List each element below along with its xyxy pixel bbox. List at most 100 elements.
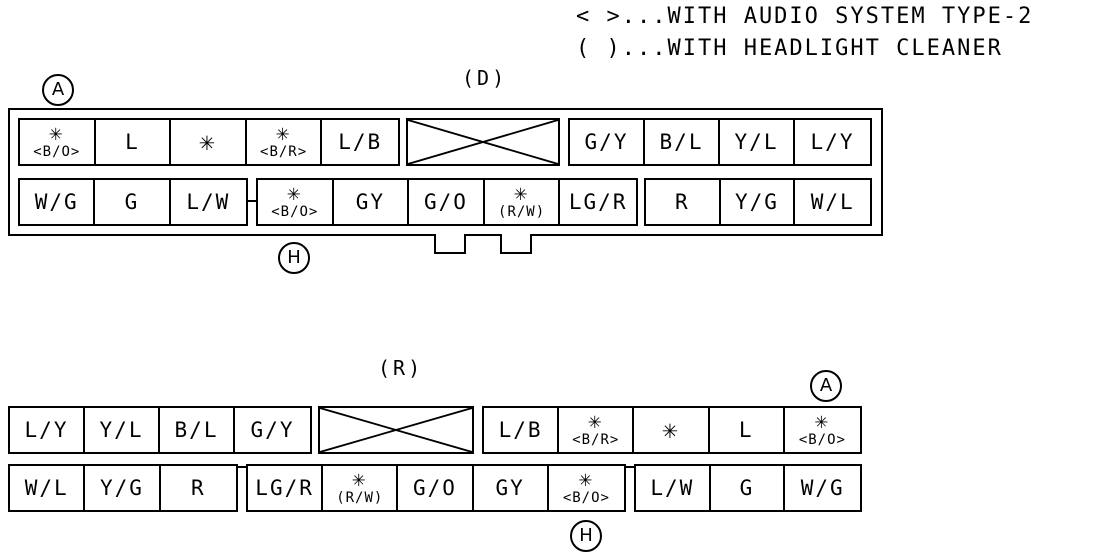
asterisk-icon: ✳ [588,409,604,434]
terminal-cell: L/W [636,466,711,510]
terminal-cell: Y/G [721,180,796,224]
asterisk-icon: ✳ [199,127,217,157]
wire-color-label: Y/L [734,130,779,154]
terminal-cell: B/L [645,120,720,164]
terminal-cell: L [710,408,785,452]
terminal-cell: ✳<B/R> [559,408,635,452]
asterisk-icon: ✳ [513,181,530,206]
terminal-cell: ✳<B/O> [785,408,860,452]
mark-a-r: A [810,370,842,402]
wire-color-label: L/B [498,418,543,442]
asterisk-icon: ✳ [287,181,303,206]
terminal-cell: ✳<B/R> [247,120,323,164]
optional-wire-color-label: <B/O> [271,204,319,220]
connector-r-link-left [238,466,246,468]
terminal-cell: ✳<B/O> [258,180,334,224]
terminal-cell: LG/R [560,180,636,224]
terminal-cell: ✳(R/W) [485,180,561,224]
wire-color-label: G/O [424,190,468,214]
wire-color-label: L/W [186,190,231,214]
terminal-cell: B/L [160,408,235,452]
asterisk-icon: ✳ [275,121,292,146]
connector-d-bottom-left-row: W/G G L/W [18,178,248,226]
terminal-cell: W/L [10,466,86,510]
terminal-cell: L/Y [10,408,85,452]
wire-color-label: L/W [650,476,695,500]
wire-color-label: W/G [34,190,79,214]
terminal-cell: G/O [398,466,474,510]
wire-color-label: W/L [24,476,69,500]
optional-wire-color-label: <B/R> [572,432,620,448]
connector-d-lock-tab-left [434,234,466,254]
terminal-cell: W/G [20,180,96,224]
connector-r-link-right [626,466,634,468]
connector-d-top-right-row: G/Y B/L Y/L L/Y [568,118,872,166]
wire-color-label: Y/G [735,190,779,214]
terminal-cell: G [711,466,786,510]
terminal-cell: R [646,180,721,224]
connector-d-lock-tab-right [500,234,532,254]
connector-d-top-left-row: ✳<B/O>L✳✳<B/R>L/B [18,118,400,166]
optional-wire-color-label: <B/O> [798,432,846,448]
connector-r-title: (R) [378,356,424,380]
terminal-cell: R [161,466,236,510]
optional-wire-color-label: <B/O> [562,490,610,506]
asterisk-icon: ✳ [662,415,680,445]
wire-color-label: LG/R [255,476,314,500]
terminal-cell: Y/G [85,466,161,510]
legend-audio-system: < >...WITH AUDIO SYSTEM TYPE-2 [576,4,1034,29]
terminal-cell: ✳<B/O> [20,120,96,164]
connector-r-bottom-left-row: W/L Y/G R [8,464,238,512]
mark-h-d: H [278,242,310,274]
terminal-cell: L/B [484,408,560,452]
terminal-cell: L/Y [795,120,870,164]
connector-d-title: (D) [462,66,508,90]
wire-color-label: L [738,418,754,442]
mark-h-r: H [570,520,602,552]
wire-color-label: B/L [659,130,704,154]
optional-wire-color-label: <B/R> [260,144,308,160]
mark-a-d: A [42,74,74,106]
wire-color-label: GY [495,476,525,500]
connector-r-blank-cavity [318,406,474,454]
terminal-cell: Y/L [720,120,795,164]
terminal-cell: W/L [795,180,870,224]
connector-d-link-left [248,200,256,202]
legend-headlight-cleaner: ( )...WITH HEADLIGHT CLEANER [576,36,1003,61]
wire-color-label: LG/R [568,190,628,214]
wire-color-label: B/L [174,418,219,442]
connector-d-bottom-right-row: R Y/G W/L [644,178,872,226]
connector-r-top-left-row: L/Y Y/L B/L G/Y [8,406,312,454]
wire-color-label: R [675,190,690,214]
terminal-cell: L [96,120,172,164]
asterisk-icon: ✳ [578,467,595,492]
asterisk-icon: ✳ [814,409,831,434]
wire-color-label: R [190,476,206,500]
asterisk-icon: ✳ [49,121,65,146]
wire-color-label: L [125,130,140,154]
wire-color-label: W/L [810,190,855,214]
wire-color-label: Y/G [100,476,144,500]
wire-color-label: L/Y [24,418,69,442]
terminal-cell: ✳ [171,120,247,164]
wire-color-label: L/Y [810,130,855,154]
wire-color-label: Y/L [99,418,144,442]
terminal-cell: GY [474,466,549,510]
asterisk-icon: ✳ [352,467,368,492]
terminal-cell: ✳(R/W) [323,466,399,510]
optional-wire-color-label: (R/W) [498,204,546,220]
wire-color-label: G/O [413,476,457,500]
terminal-cell: G [95,180,171,224]
terminal-cell: G/Y [235,408,310,452]
terminal-cell: ✳ [634,408,710,452]
optional-wire-color-label: <B/O> [33,144,81,160]
wire-color-label: G/Y [250,418,295,442]
terminal-cell: L/B [322,120,398,164]
connector-d-blank-cavity [406,118,560,166]
wire-color-label: G [124,190,140,214]
optional-wire-color-label: (R/W) [336,490,384,506]
wire-color-label: G/Y [584,130,629,154]
terminal-cell: LG/R [248,466,324,510]
